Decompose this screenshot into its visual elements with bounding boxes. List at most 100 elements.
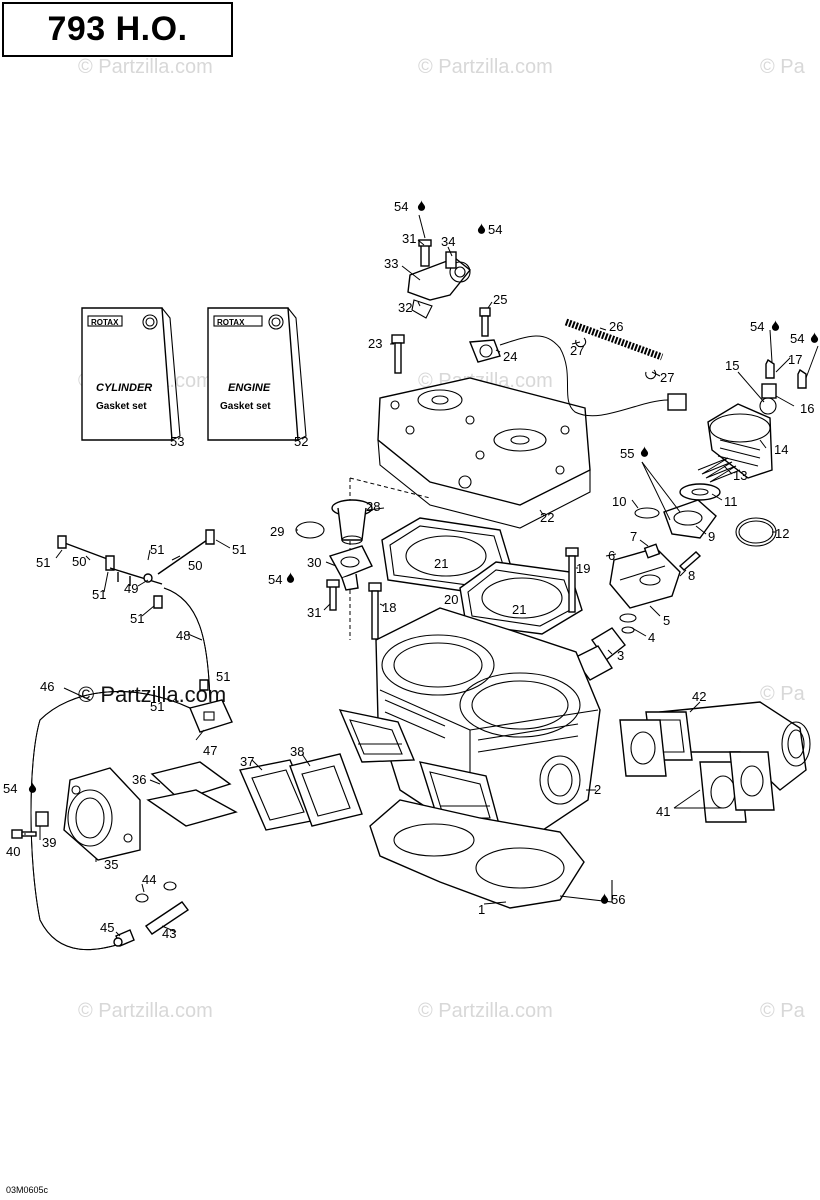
head-bolt (391, 334, 405, 374)
callout-37: 37 (240, 754, 254, 769)
thermostat-housing (663, 499, 717, 539)
callout-28: 28 (366, 499, 380, 514)
callout-34: 34 (441, 234, 455, 249)
base-gasket (369, 799, 613, 909)
callout-35: 35 (104, 857, 118, 872)
callout-39: 39 (42, 835, 56, 850)
temperature-sensor (468, 335, 687, 417)
clamps-44 (135, 881, 177, 903)
callout-31: 31 (402, 231, 416, 246)
callout-46: 46 (40, 679, 54, 694)
callout-25: 25 (493, 292, 507, 307)
connector-49 (109, 567, 163, 586)
callout-54: 54 (394, 199, 408, 214)
watermark: © Pa (760, 56, 805, 78)
callout-50: 50 (72, 554, 86, 569)
callout-6: 6 (608, 548, 615, 563)
callout-7: 7 (630, 529, 637, 544)
knock-sensor-wire-spring (564, 318, 664, 380)
cylinder-stud-18 (368, 582, 382, 640)
callout-21: 21 (434, 556, 448, 571)
callout-40: 40 (6, 844, 20, 859)
callout-51: 51 (216, 669, 230, 684)
diagram-title: 793 H.O. (47, 10, 188, 48)
callout-51: 51 (92, 587, 106, 602)
oil-line-48 (163, 587, 211, 701)
callout-27: 27 (660, 370, 674, 385)
callout-51: 51 (36, 555, 50, 570)
callout-9: 9 (708, 529, 715, 544)
callout-52: 52 (294, 434, 308, 449)
callout-43: 43 (162, 926, 176, 941)
exhaust-gasket-lower (699, 751, 775, 823)
callout-54: 54 (750, 319, 764, 334)
thermostat (331, 499, 373, 545)
callout-31: 31 (307, 605, 321, 620)
callout-8: 8 (688, 568, 695, 583)
screw-40 (11, 829, 37, 839)
callout-54: 54 (268, 572, 282, 587)
callout-29: 29 (270, 524, 284, 539)
callout-38: 38 (290, 744, 304, 759)
thermostat-spring (697, 457, 741, 483)
engine-set-subtitle: Gasket set (220, 401, 271, 412)
callout-22: 22 (540, 510, 554, 525)
watermark: © Pa (760, 1000, 805, 1022)
callout-21: 21 (512, 602, 526, 617)
callout-42: 42 (692, 689, 706, 704)
callout-51: 51 (232, 542, 246, 557)
clamp-39 (35, 811, 49, 827)
callout-labels: 54 31 34 54 33 32 25 26 23 27 24 27 54 5… (3, 199, 814, 941)
cylinder-set-brand: ROTAX (91, 318, 119, 327)
lever-50-right (157, 529, 215, 575)
engine-gasket-set: ROTAX ENGINE Gasket set (207, 307, 307, 441)
lever-50-left (57, 535, 115, 571)
callout-33: 33 (384, 256, 398, 271)
callout-27: 27 (570, 343, 584, 358)
water-outlet-housing (407, 239, 471, 319)
exhaust-gasket-upper (619, 719, 667, 777)
thermostat-gasket (295, 521, 325, 539)
callout-51: 51 (150, 699, 164, 714)
watermark: © Partzilla.com (78, 1000, 213, 1022)
callout-53: 53 (170, 434, 184, 449)
callout-36: 36 (132, 772, 146, 787)
fitting-45 (113, 929, 135, 947)
callout-15: 15 (725, 358, 739, 373)
hose-43 (144, 901, 190, 935)
callout-51: 51 (130, 611, 144, 626)
sensor-bolt (479, 307, 491, 337)
valve-47 (189, 699, 233, 733)
callout-11: 11 (724, 494, 738, 509)
callout-30: 30 (307, 555, 321, 570)
callout-19: 19 (576, 561, 590, 576)
carburetor-flange (63, 767, 141, 861)
o-ring-10 (634, 507, 660, 519)
callout-2: 2 (594, 782, 601, 797)
callout-14: 14 (774, 442, 788, 457)
cylinder-stud-19 (565, 547, 579, 613)
callout-16: 16 (800, 401, 814, 416)
callout-56: 56 (611, 892, 625, 907)
cylinder-set-subtitle: Gasket set (96, 401, 147, 412)
callout-13: 13 (733, 468, 747, 483)
o-ring-12 (735, 517, 777, 547)
callout-44: 44 (142, 872, 156, 887)
diagram-title-box: 793 H.O. (2, 2, 233, 57)
reed-gasket-38 (289, 753, 363, 827)
callout-48: 48 (176, 628, 190, 643)
cylinder-gasket-set: ROTAX CYLINDER Gasket set (81, 307, 181, 441)
reed-valve-36 (146, 761, 238, 827)
watermark: © Pa (760, 683, 805, 705)
leader-lines (24, 214, 819, 937)
callout-50: 50 (188, 558, 202, 573)
callout-10: 10 (612, 494, 626, 509)
callout-54: 54 (3, 781, 17, 796)
engine-set-title: ENGINE (228, 382, 271, 394)
callout-24: 24 (503, 349, 517, 364)
callout-20: 20 (444, 592, 458, 607)
watermark: © Partzilla.com (418, 56, 553, 78)
callout-54: 54 (488, 222, 502, 237)
